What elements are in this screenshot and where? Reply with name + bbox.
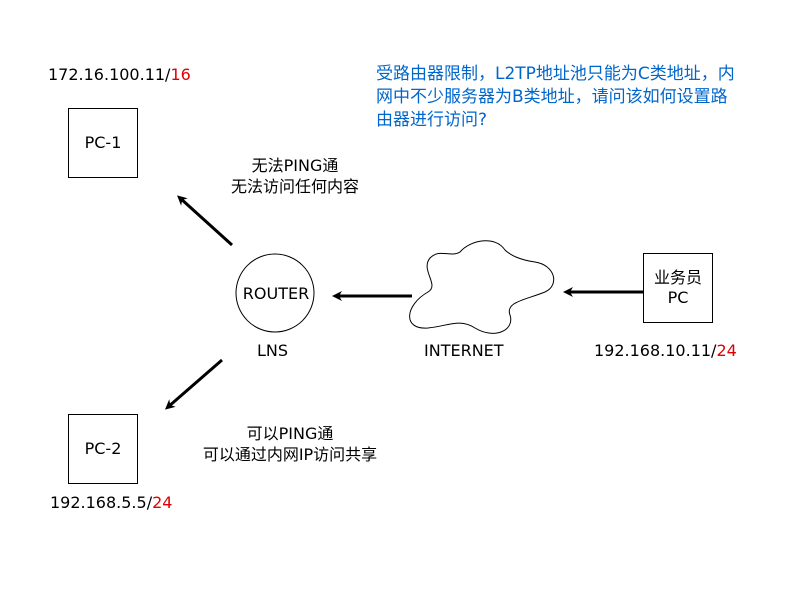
pc2-status-line1: 可以PING通: [246, 424, 334, 443]
clerk-pc-mask: 24: [716, 341, 737, 360]
internet-cloud: [409, 240, 555, 334]
clerk-pc-label-line1: 业务员: [653, 268, 702, 287]
pc1-label: PC-1: [84, 133, 122, 152]
pc2-label: PC-2: [84, 439, 122, 458]
clerk-pc-label-line2: PC: [667, 288, 689, 307]
router-label: ROUTER: [242, 284, 310, 303]
pc2-ip: 192.168.5.5/24: [50, 493, 173, 512]
arrow-router-to-pc1: [177, 195, 234, 247]
pc1-status-line1: 无法PING通: [251, 156, 339, 175]
clerk-pc-node: 业务员 PC: [643, 253, 713, 323]
pc1-status: 无法PING通 无法访问任何内容: [205, 155, 385, 197]
question-note: 受路由器限制，L2TP地址池只能为C类地址，内网中不少服务器为B类地址，请问该如…: [376, 64, 735, 130]
pc2-mask: 24: [152, 493, 173, 512]
pc1-mask: 16: [170, 65, 191, 84]
lns-label: LNS: [257, 341, 289, 360]
pc1-node: PC-1: [68, 108, 138, 178]
pc2-node: PC-2: [68, 414, 138, 484]
internet-label: INTERNET: [424, 341, 504, 360]
pc2-status: 可以PING通 可以通过内网IP访问共享: [180, 423, 400, 465]
router-node: [235, 253, 315, 333]
clerk-pc-ip: 192.168.10.11/24: [594, 341, 737, 360]
pc1-ip: 172.16.100.11/16: [48, 65, 191, 84]
pc2-status-line2: 可以通过内网IP访问共享: [202, 445, 378, 464]
pc1-status-line2: 无法访问任何内容: [230, 177, 359, 196]
arrow-router-to-pc2: [164, 358, 223, 410]
